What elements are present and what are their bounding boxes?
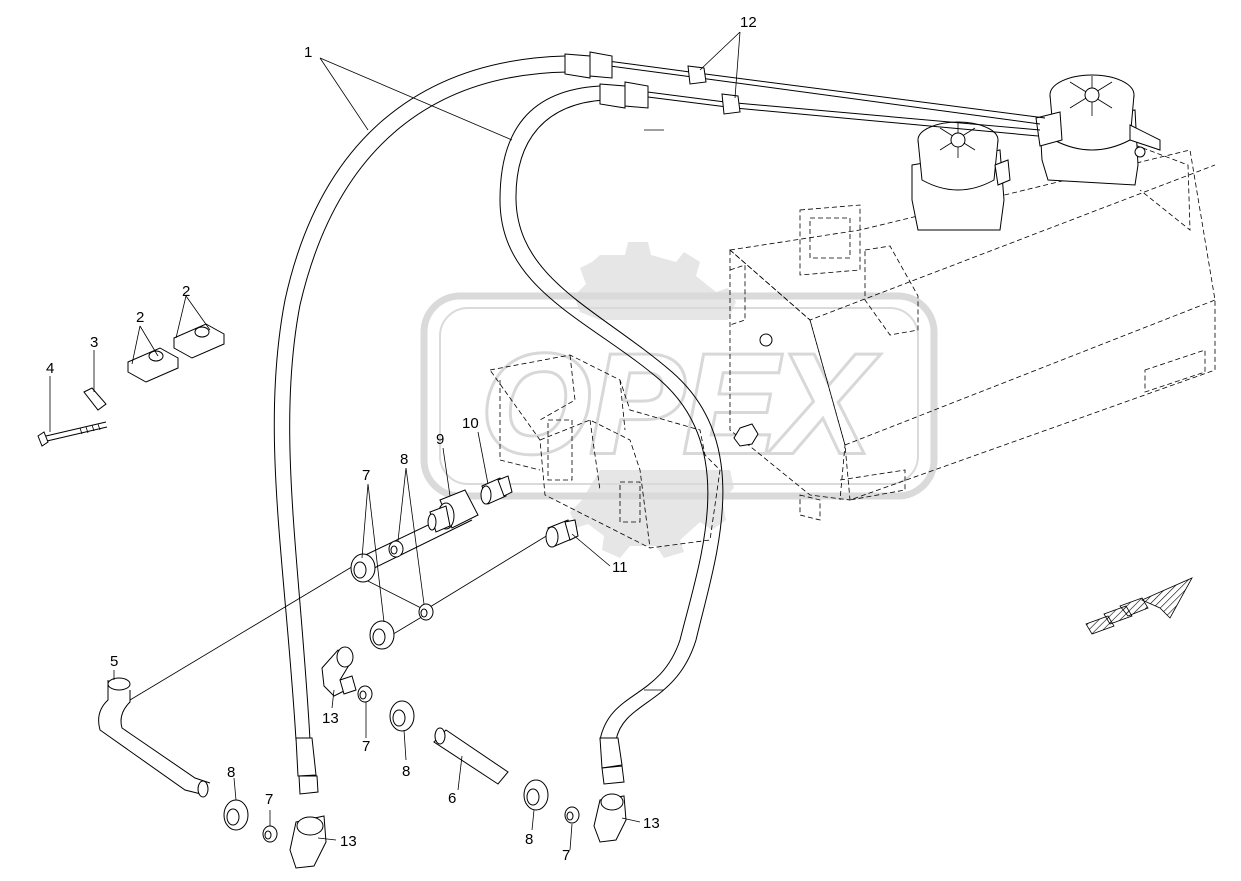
elbow-fitting-13a	[321, 646, 357, 697]
leader-lines	[49, 31, 741, 851]
watermark: OPEX	[420, 242, 938, 558]
pilot-lines	[599, 59, 1046, 137]
union-nut-8c	[389, 700, 415, 732]
bolt-4	[37, 421, 108, 447]
callout-13c: 13	[643, 815, 660, 832]
callout-2a: 2	[182, 283, 190, 300]
watermark-text: OPEX	[481, 325, 878, 482]
tank-fitting-upper	[759, 333, 773, 347]
callout-5: 5	[110, 653, 118, 670]
callout-13b: 13	[340, 833, 357, 850]
watermark-frame-inner	[439, 307, 919, 485]
cutting-ring-7d	[564, 806, 580, 824]
adapter-10	[480, 475, 513, 505]
callout-13a: 13	[322, 710, 339, 727]
return-filter-left	[911, 121, 1011, 231]
pipe-clamp-12b	[721, 93, 741, 115]
callout-6: 6	[448, 790, 456, 807]
union-nut-7b	[369, 620, 395, 650]
hydraulic-hose-right	[499, 81, 724, 785]
elbow-fitting-13c	[593, 793, 627, 843]
cutting-ring-7e	[262, 825, 278, 843]
watermark-gear	[570, 242, 736, 558]
bent-tube-5	[98, 677, 211, 798]
return-filter-right	[1035, 74, 1161, 186]
tube-6	[433, 727, 509, 785]
tank-fitting-lower	[733, 423, 759, 447]
clamp-half-2a	[127, 347, 179, 383]
union-nut-8d	[523, 779, 549, 811]
union-nut-8e	[223, 799, 249, 831]
callout-3: 3	[90, 334, 98, 351]
adapter-11	[545, 519, 579, 548]
adapter-9	[427, 489, 479, 533]
cutting-ring-8a	[388, 540, 404, 558]
clamp-half-2b	[173, 323, 225, 359]
watermark-frame	[420, 292, 938, 500]
callout-10: 10	[462, 415, 479, 432]
callout-7b: 7	[362, 738, 370, 755]
cutting-ring-7c	[357, 685, 373, 703]
control-valve-block	[489, 354, 721, 549]
callout-9: 9	[436, 431, 444, 448]
hydraulic-tank	[729, 144, 1216, 521]
callout-7c: 7	[265, 791, 273, 808]
union-nut-7a	[350, 553, 376, 583]
callout-8d: 8	[525, 831, 533, 848]
callout-11: 11	[612, 559, 628, 576]
callout-2b: 2	[136, 309, 144, 326]
callout-7a: 7	[362, 467, 370, 484]
hydraulic-hose-left	[273, 51, 613, 795]
elbow-fitting-13b	[289, 815, 327, 869]
callout-labels: 1 2 2 3 4 5 6 7 7 7 7 8 8 8 8 9 10 11 12…	[46, 14, 757, 864]
callout-8a: 8	[400, 451, 408, 468]
pipe-clamp-12a	[687, 65, 707, 85]
cutting-ring-8b	[418, 603, 434, 621]
callout-12: 12	[740, 14, 757, 31]
callout-8b: 8	[402, 763, 410, 780]
callout-7d: 7	[562, 847, 570, 864]
callout-8c: 8	[227, 764, 235, 781]
direction-arrow	[1085, 577, 1193, 635]
callout-1: 1	[304, 44, 312, 61]
cover-plate-3	[83, 387, 107, 411]
callout-4: 4	[46, 360, 54, 377]
